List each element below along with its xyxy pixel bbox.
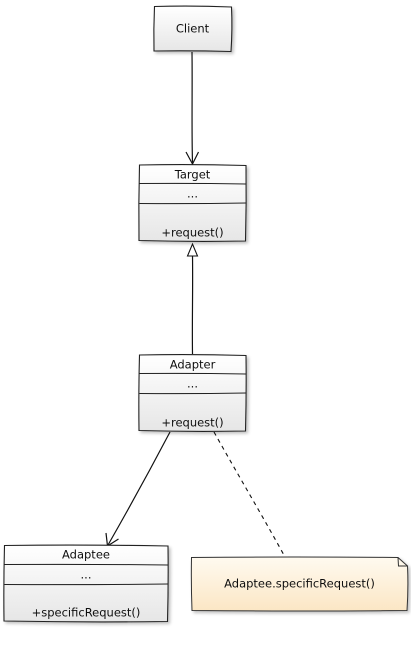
- adapter-attributes: ...: [187, 377, 198, 391]
- note-text: Adaptee.specificRequest(): [224, 577, 375, 591]
- adaptee-operations: +specificRequest(): [32, 606, 141, 620]
- adapter-target-generalization: [186, 242, 199, 355]
- adapter-adaptee-association: [105, 431, 171, 548]
- target-operations: +request(): [161, 226, 223, 240]
- target-name: Target: [174, 168, 211, 182]
- note-box: [190, 556, 409, 612]
- adaptee-attributes: ...: [81, 568, 92, 582]
- client-target-association: [185, 51, 200, 166]
- client-class[interactable]: Client: [153, 5, 233, 53]
- note-link-dashed: [213, 431, 286, 558]
- target-attributes: ...: [187, 187, 198, 201]
- adapter-class[interactable]: Adapter ... +request(): [138, 354, 247, 432]
- target-class[interactable]: Target ... +request(): [138, 164, 247, 242]
- adapter-operations: +request(): [161, 416, 223, 430]
- adaptee-class[interactable]: Adaptee ... +specificRequest(): [3, 544, 169, 623]
- client-name: Client: [176, 22, 210, 36]
- client-box: [153, 5, 233, 53]
- implementation-note[interactable]: Adaptee.specificRequest(): [190, 556, 409, 612]
- adapter-name: Adapter: [170, 358, 216, 372]
- adaptee-name: Adaptee: [62, 548, 110, 562]
